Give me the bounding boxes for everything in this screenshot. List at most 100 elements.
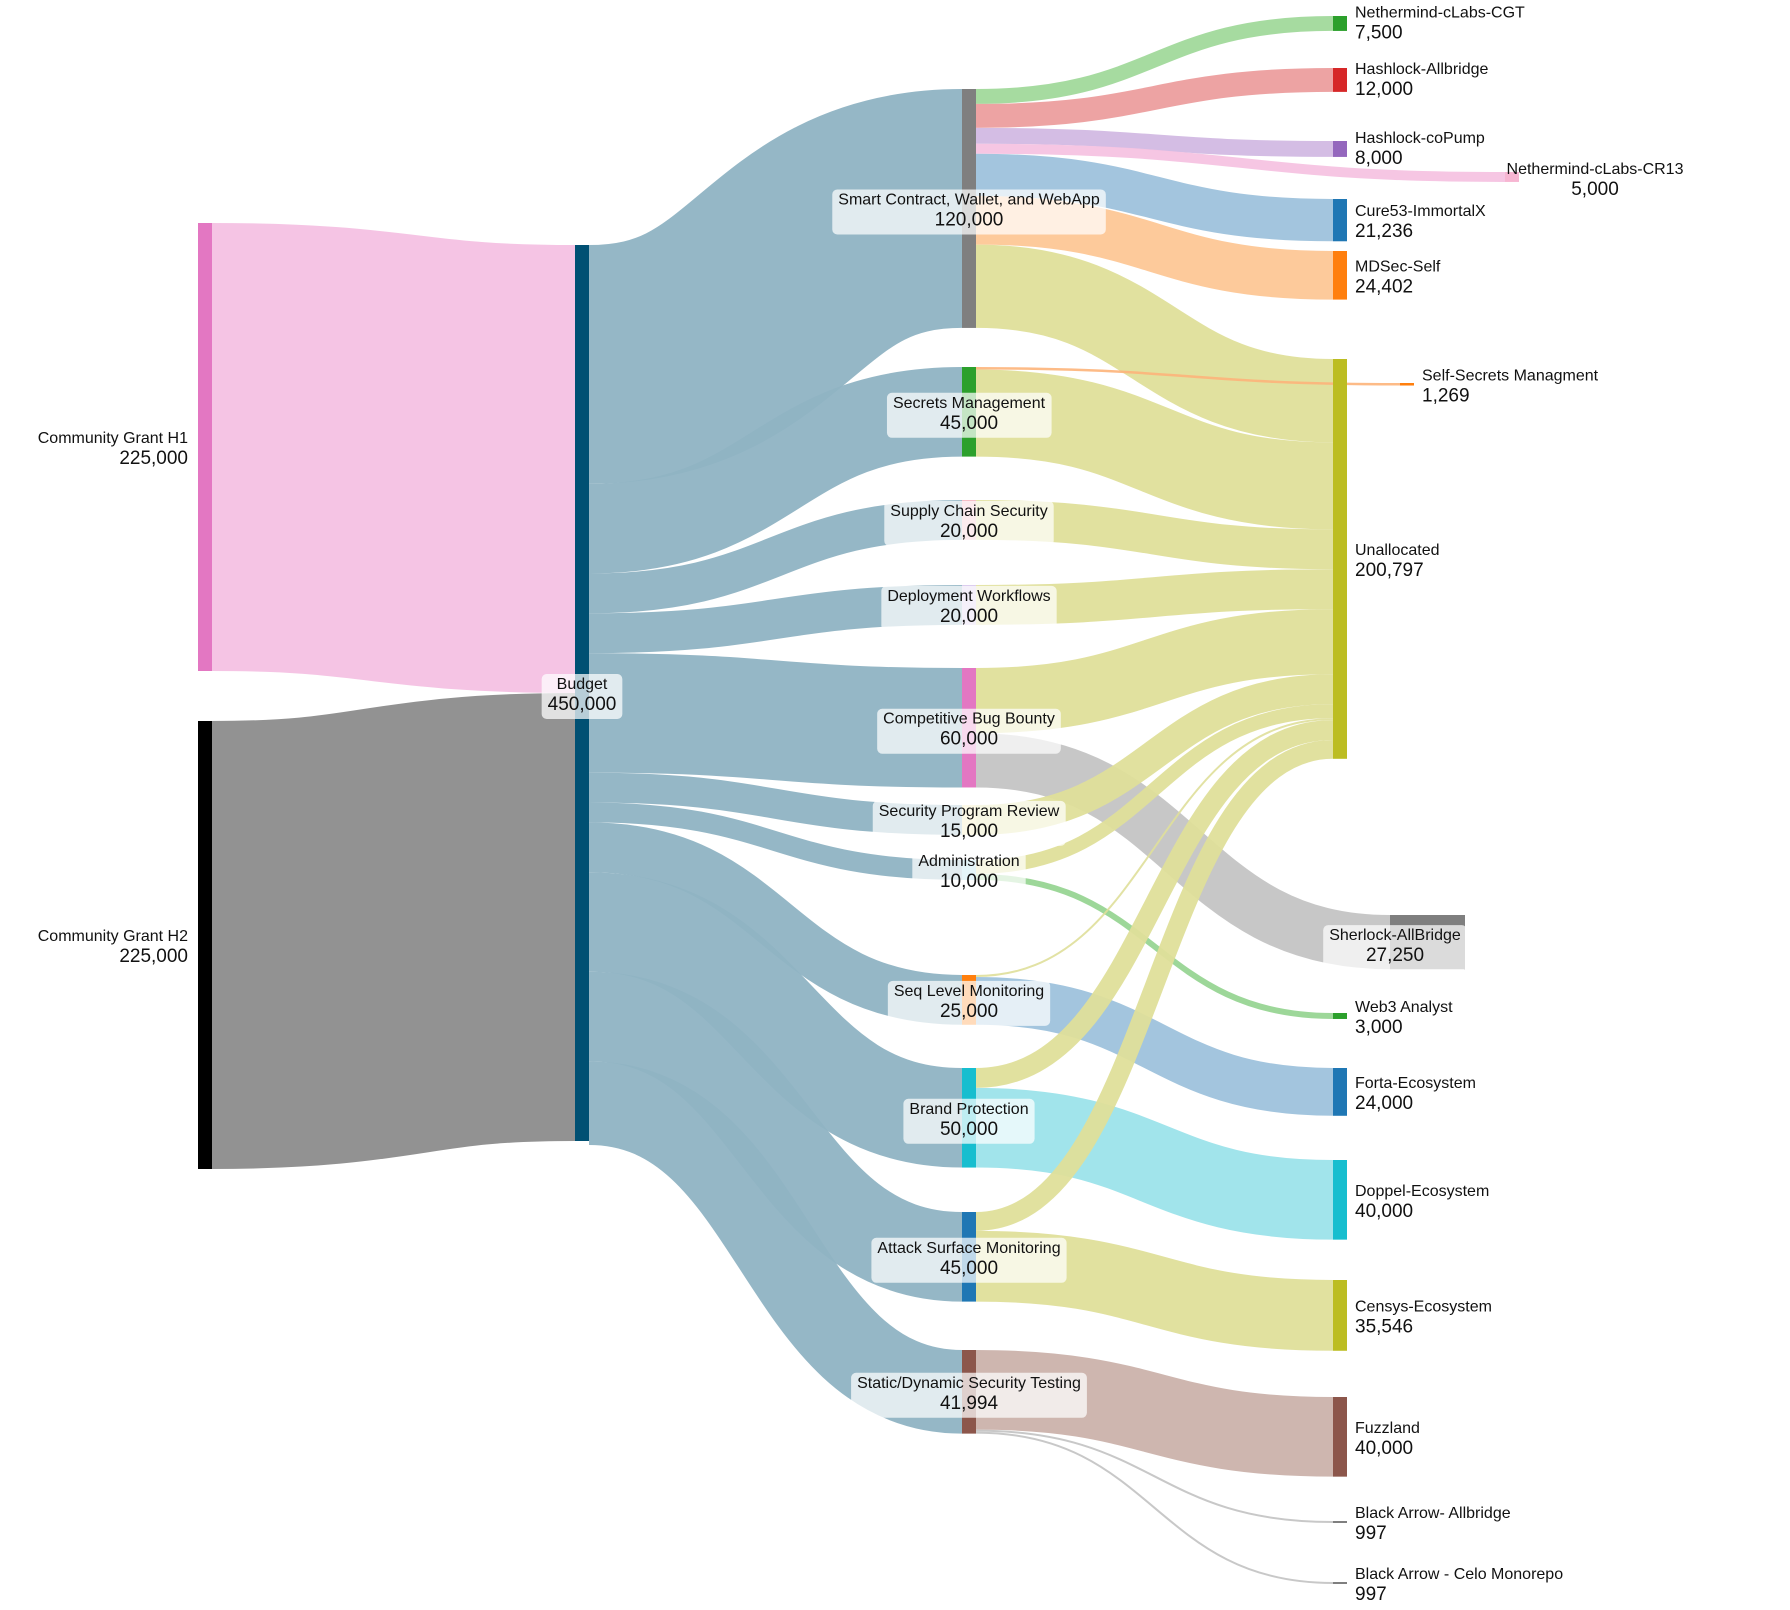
link-h1-to-budget[interactable] [211,223,576,693]
node-name: Budget [557,676,608,693]
label-background [541,674,623,719]
node-name: Static/Dynamic Security Testing [857,1375,1081,1392]
node-name: Black Arrow- Allbridge [1355,1505,1511,1522]
node-doppel[interactable] [1333,1160,1347,1240]
link-sc-to-allbridge[interactable] [975,68,1334,128]
link-sc-to-unalloc[interactable] [975,244,1334,443]
node-value: 7,500 [1355,22,1403,43]
node-name: Nethermind-cLabs-CR13 [1507,161,1684,178]
label-background [881,585,1057,631]
node-value: 8,000 [1355,148,1403,169]
node-name: Seq Level Monitoring [894,983,1044,1000]
node-h1[interactable] [198,223,212,671]
node-allbridge[interactable] [1333,68,1347,92]
node-selfsecrets[interactable] [1400,383,1414,386]
node-value: 1,269 [1422,385,1470,406]
label-background [832,189,1106,235]
node-value: 41,994 [940,1393,999,1414]
link-brand-to-doppel[interactable] [975,1087,1334,1240]
link-sc-to-copump[interactable] [975,127,1334,157]
label-background [903,1098,1035,1144]
link-attack-to-unalloc[interactable] [975,739,1334,1231]
node-ba_allbridge[interactable] [1333,1521,1347,1523]
node-h2[interactable] [198,721,212,1169]
node-copump[interactable] [1333,141,1347,157]
node-cure53[interactable] [1333,199,1347,242]
node-value: 35,546 [1355,1316,1413,1337]
node-name: Smart Contract, Wallet, and WebApp [838,191,1100,208]
label-background [887,980,1051,1026]
node-name: Self-Secrets Managment [1422,367,1599,384]
node-value: 24,402 [1355,276,1413,297]
node-value: 45,000 [940,413,998,434]
label-background [912,850,1026,896]
link-sc-to-cure53[interactable] [975,153,1334,242]
node-name: Cure53-ImmortalX [1355,203,1486,220]
label-background [851,1372,1087,1418]
node-value: 60,000 [940,729,998,750]
node-web3[interactable] [1333,1013,1347,1019]
node-forta[interactable] [1333,1068,1347,1116]
label-background [872,800,1066,846]
node-name: Deployment Workflows [887,588,1050,605]
node-cr13[interactable] [1505,172,1519,182]
node-name: Fuzzland [1355,1420,1420,1437]
node-value: 40,000 [1355,1201,1413,1222]
link-secrets-to-selfsecrets[interactable] [975,366,1401,386]
link-h2-to-budget[interactable] [210,693,577,1169]
node-ba_celo[interactable] [1333,1582,1347,1584]
link-budget-to-brand[interactable] [587,872,964,1168]
node-name: Competitive Bug Bounty [883,711,1055,728]
node-name: Sherlock-AllBridge [1329,927,1461,944]
node-fuzzland[interactable] [1333,1397,1347,1477]
node-value: 45,000 [940,1258,998,1279]
node-name: Unallocated [1355,542,1440,559]
label-background [884,500,1054,546]
node-value: 24,000 [1355,1093,1413,1114]
node-censys[interactable] [1333,1280,1347,1351]
link-seq-to-unalloc[interactable] [975,718,1334,977]
node-value: 21,236 [1355,221,1413,242]
node-name: Hashlock-coPump [1355,130,1485,147]
link-static-to-ba_celo[interactable] [975,1431,1334,1584]
link-static-to-ba_allbridge[interactable] [975,1429,1334,1523]
link-bounty-to-unalloc[interactable] [975,609,1334,734]
link-sc-to-cr13[interactable] [975,143,1506,182]
link-budget-to-admin[interactable] [588,802,963,880]
node-name: Attack Surface Monitoring [877,1240,1060,1257]
link-brand-to-unalloc[interactable] [975,720,1334,1088]
node-name: Brand Protection [909,1101,1028,1118]
link-sc-to-cgt[interactable] [975,16,1334,104]
node-value: 997 [1355,1584,1387,1605]
node-unalloc[interactable] [1333,359,1347,759]
node-value: 20,000 [940,521,998,542]
link-admin-to-web3[interactable] [975,873,1334,1019]
node-name: Administration [918,853,1019,870]
node-mdsec[interactable] [1333,251,1347,300]
node-name: Censys-Ecosystem [1355,1298,1492,1315]
node-cgt[interactable] [1333,16,1347,31]
node-value: 225,000 [119,448,188,469]
node-value: 27,250 [1366,945,1424,966]
link-admin-to-unalloc[interactable] [975,704,1334,874]
node-value: 10,000 [940,871,998,892]
